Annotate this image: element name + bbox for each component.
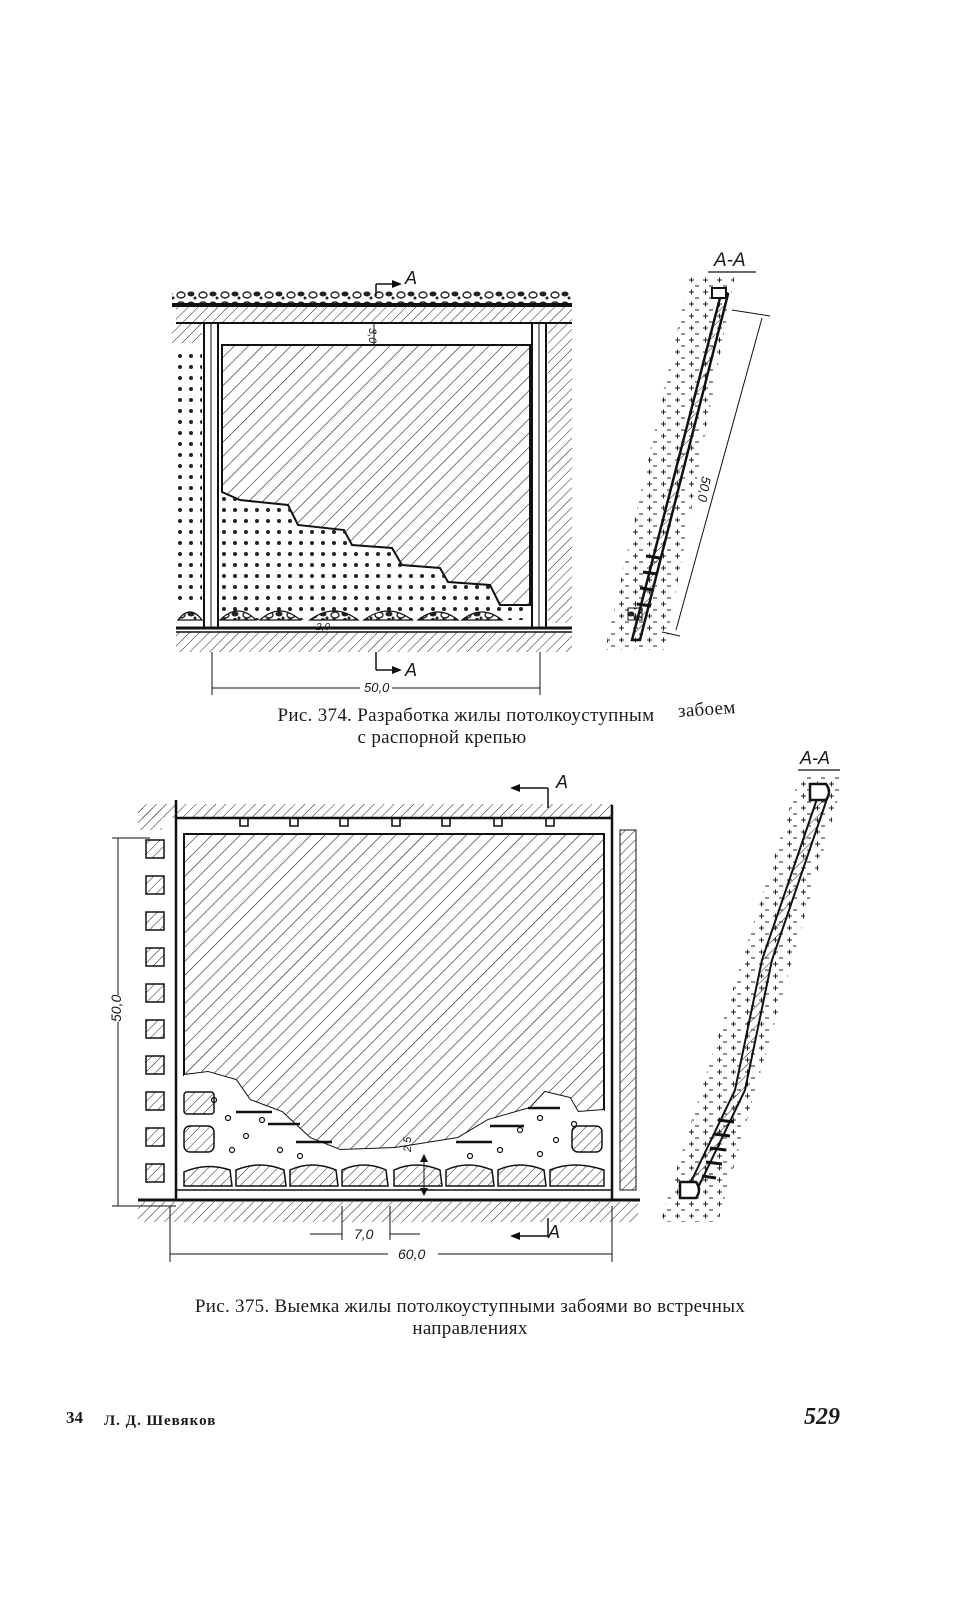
dim-height-375: 50,0 <box>108 994 124 1022</box>
left-pillars <box>145 839 165 1183</box>
broken-ore <box>222 492 530 620</box>
section-title-374: A-A <box>714 250 746 271</box>
caption-375-line1: Рис. 375. Выемка жилы потолкоуступными з… <box>194 1296 746 1317</box>
author-name: Л. Д. Шевяков <box>104 1413 217 1429</box>
section-title-375: A-A <box>800 748 831 768</box>
floor-rubble <box>176 610 504 621</box>
haulage-arches <box>183 1164 605 1187</box>
broken-ore-375 <box>184 1072 604 1165</box>
section-374 <box>605 271 771 650</box>
figure-374: A A 3,0 2,0 50,0 A-A 50,0 Рис. 374. Разр… <box>0 0 976 760</box>
side-pillars-375 <box>183 1091 603 1153</box>
surface-rubble <box>172 291 572 305</box>
top-drift-supports <box>239 818 555 827</box>
dim-step-375: 7,0 <box>354 1226 374 1242</box>
figure-375: A A 50,0 7,0 60,0 2,5 A-A Рис. 375. Выем… <box>0 748 976 1380</box>
caption-374-tail: забоем <box>677 697 737 722</box>
section-375 <box>660 769 845 1222</box>
section-mark-bottom-375: A <box>548 1222 561 1242</box>
dim-width: 50,0 <box>364 680 390 695</box>
figure-374-drawing <box>172 271 771 695</box>
caption-375-line2: направлениях <box>412 1318 528 1339</box>
section-mark-top: A <box>405 268 418 288</box>
figure-375-caption: Рис. 375. Выемка жилы потолкоуступными з… <box>150 1296 790 1340</box>
section-mark-bottom: A <box>405 660 418 680</box>
figure-375-drawing <box>112 769 845 1262</box>
ore-fragments <box>210 1096 578 1160</box>
caption-374-line2: с распорной крепью <box>357 727 527 748</box>
dim-pillar: 3,0 <box>366 328 378 344</box>
dim-small-375: 2,5 <box>402 1136 414 1152</box>
signature-mark: 34 <box>66 1408 83 1427</box>
caption-374-line1: Рис. 374. Разработка жилы потолкоуступны… <box>277 705 655 726</box>
figure-374-caption: Рис. 374. Разработка жилы потолкоуступны… <box>186 697 746 749</box>
timber-sets <box>236 1106 560 1144</box>
dim-width-375: 60,0 <box>398 1246 426 1262</box>
section-mark-top-375: A <box>556 772 569 792</box>
page-number: 529 <box>804 1404 840 1430</box>
dim-floor: 2,0 <box>316 622 330 633</box>
